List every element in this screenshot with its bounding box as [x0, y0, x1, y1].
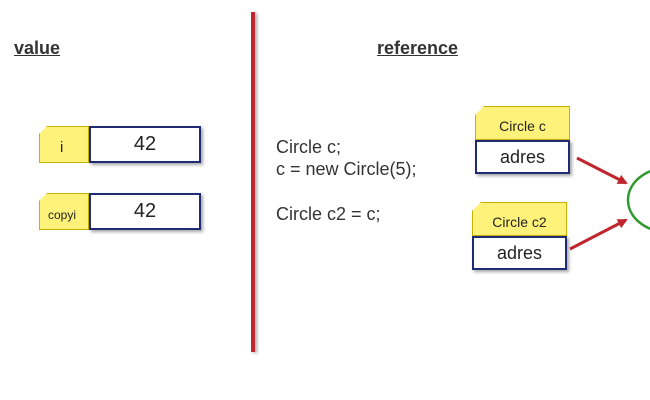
- reference-value-box: adres: [472, 236, 567, 270]
- variable-name-tag: i: [39, 126, 89, 163]
- reference-value-box: adres: [475, 140, 570, 174]
- variable-value-box: 42: [89, 193, 201, 230]
- reference-heading: reference: [377, 38, 459, 58]
- variable-value-box: 42: [89, 126, 201, 163]
- code-block-copy: Circle c2 = c;: [276, 203, 381, 225]
- arrow-c-to-object: [576, 156, 628, 185]
- reference-variable-c: Circle c adres: [475, 106, 570, 174]
- reference-variable-c2: Circle c2 adres: [472, 202, 567, 270]
- reference-name-tag: Circle c2: [472, 202, 567, 236]
- code-line: Circle c2 = c;: [276, 204, 381, 224]
- code-block-declaration: Circle c; c = new Circle(5);: [276, 136, 417, 180]
- value-heading: value: [14, 38, 61, 58]
- variable-copyi: copyi 42: [39, 193, 203, 233]
- reference-name-tag: Circle c: [475, 106, 570, 140]
- arrow-c2-to-object: [569, 218, 628, 251]
- code-line: Circle c;: [276, 137, 342, 157]
- variable-i: i 42: [39, 126, 203, 166]
- variable-name-tag: copyi: [39, 193, 89, 230]
- circle-object: [626, 170, 650, 230]
- section-divider: [251, 12, 255, 352]
- code-line: c = new Circle(5);: [276, 159, 417, 179]
